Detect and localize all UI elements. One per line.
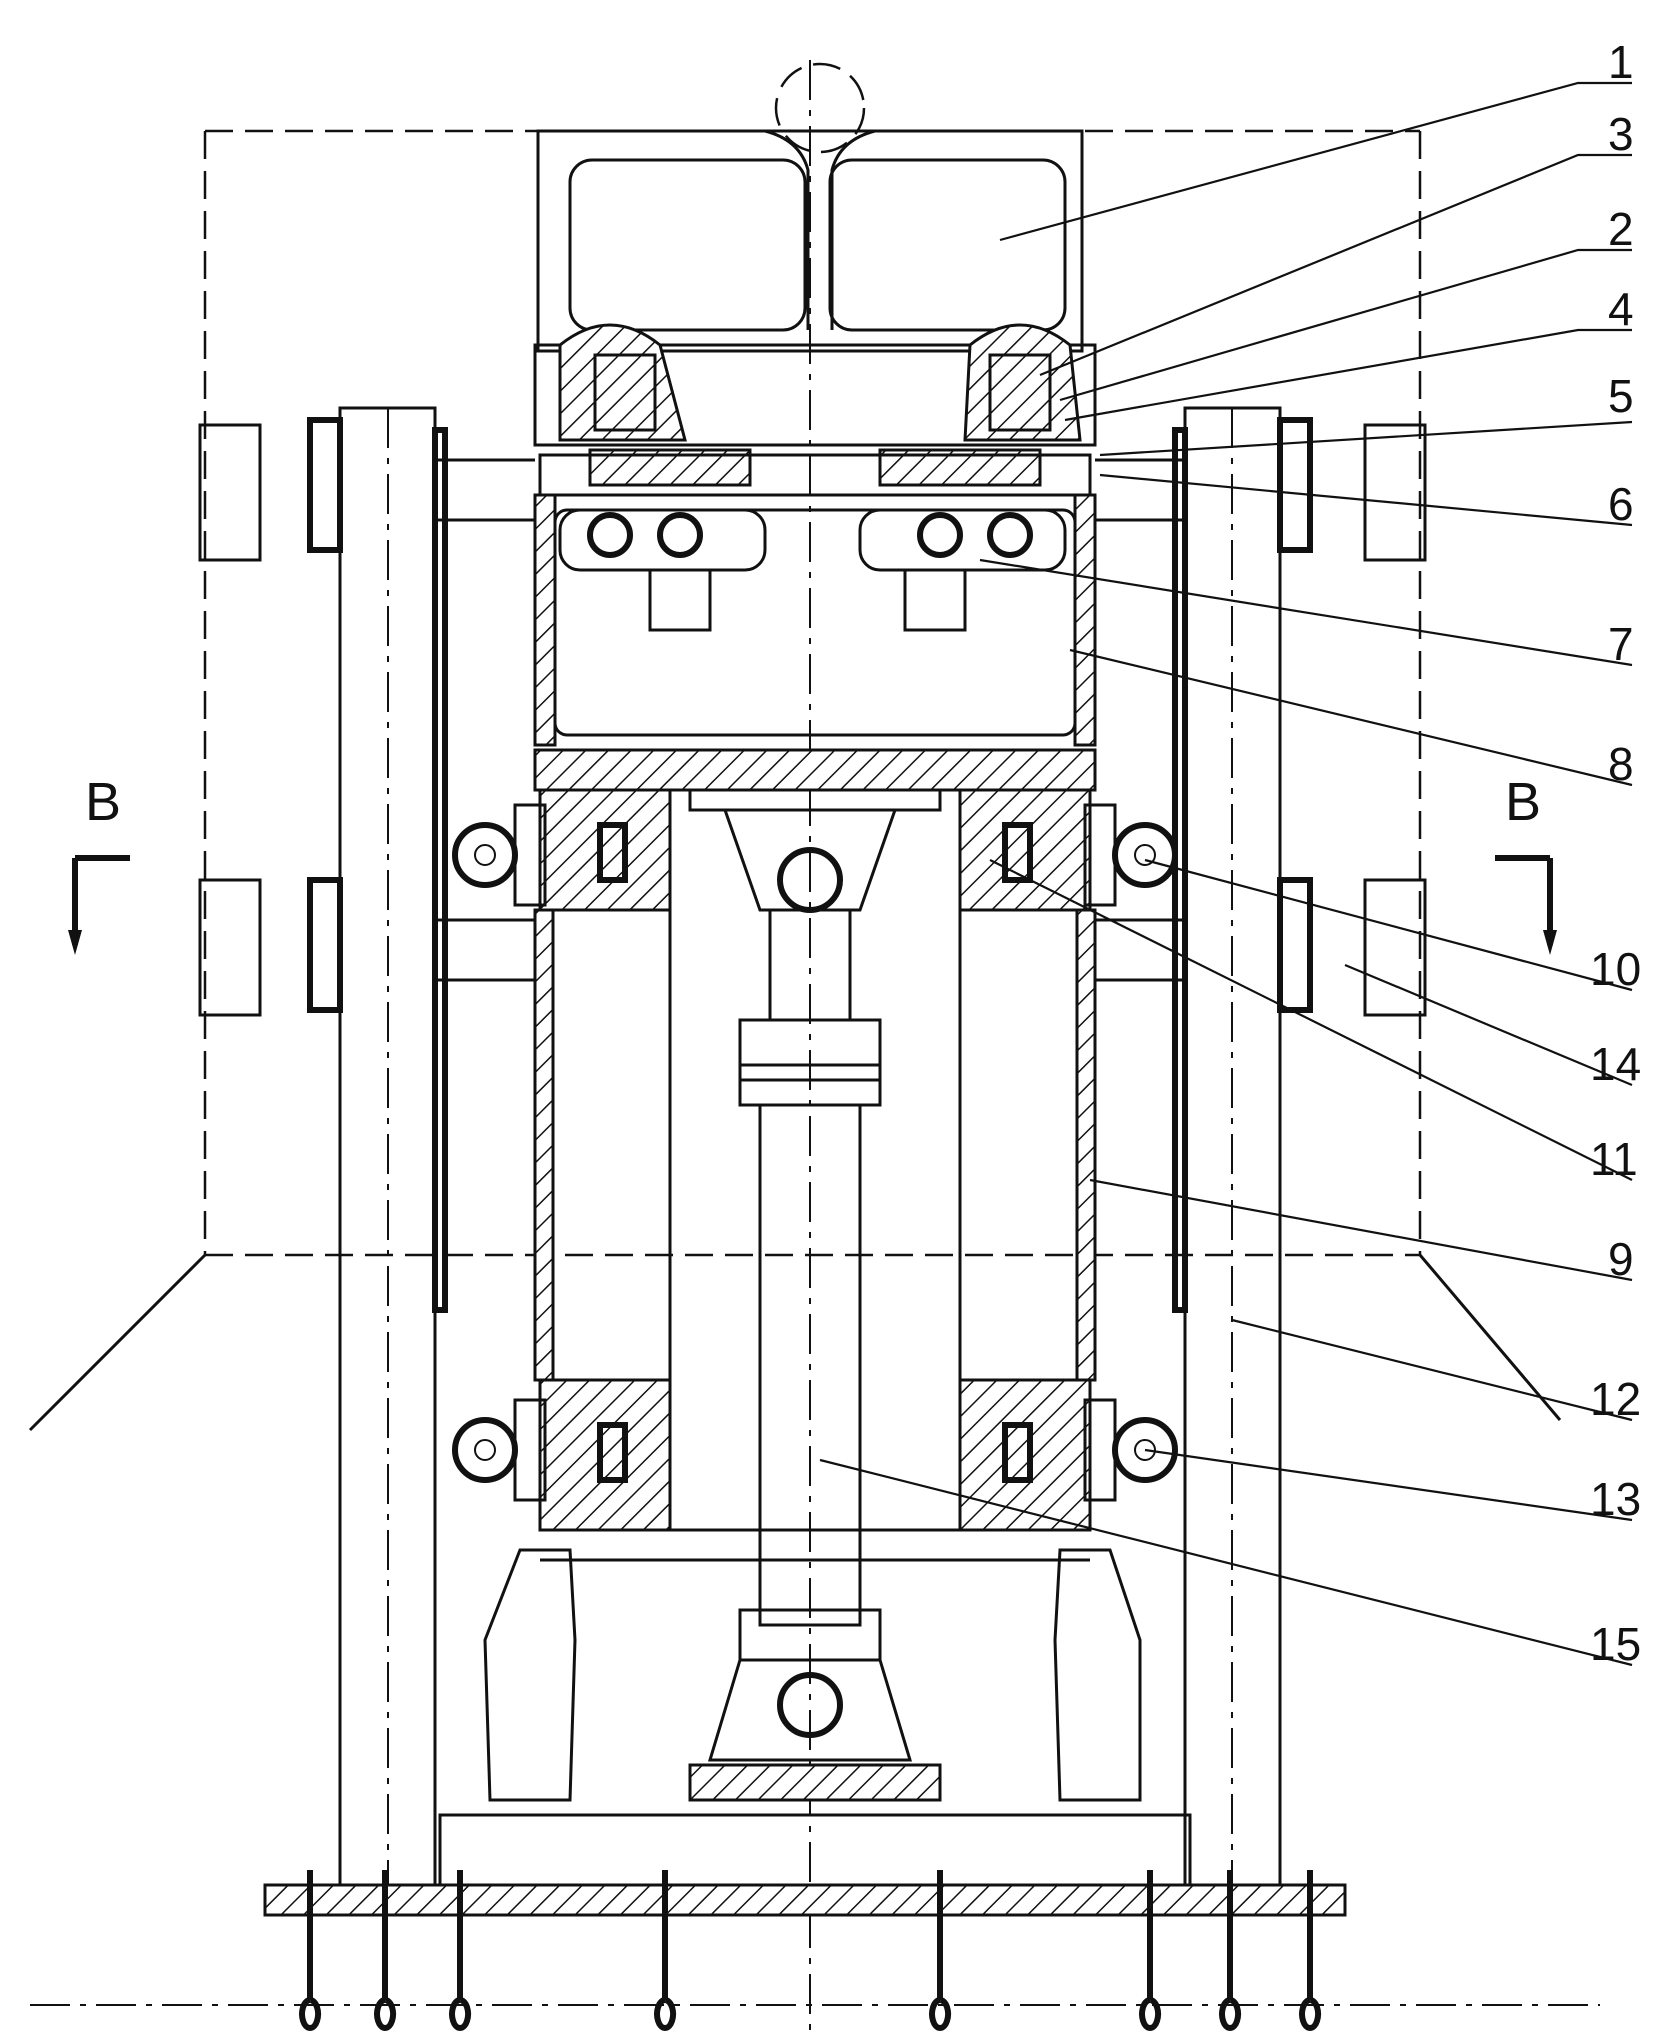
support-struts xyxy=(440,1550,1190,1895)
section-mark-right: B xyxy=(1495,772,1557,955)
label-10: 10 xyxy=(1590,943,1641,995)
label-2: 2 xyxy=(1608,203,1634,255)
label-7: 7 xyxy=(1608,618,1634,670)
svg-text:B: B xyxy=(85,772,121,832)
guide-beams xyxy=(535,750,1095,1530)
section-mark-left: B xyxy=(68,772,130,955)
label-14: 14 xyxy=(1590,1038,1641,1090)
label-12: 12 xyxy=(1590,1373,1641,1425)
svg-text:B: B xyxy=(1505,772,1541,832)
label-9: 9 xyxy=(1608,1233,1634,1285)
label-5: 5 xyxy=(1608,370,1634,422)
bogie-frame xyxy=(535,495,1095,745)
label-13: 13 xyxy=(1590,1473,1641,1525)
leader-lines xyxy=(820,83,1632,1665)
label-8: 8 xyxy=(1608,738,1634,790)
label-11: 11 xyxy=(1590,1133,1638,1185)
label-15: 15 xyxy=(1590,1618,1641,1670)
label-1: 1 xyxy=(1608,36,1634,88)
label-4: 4 xyxy=(1608,283,1634,335)
part-labels: 1 3 2 4 5 6 7 8 10 14 11 9 12 13 15 xyxy=(1590,36,1641,1670)
label-6: 6 xyxy=(1608,478,1634,530)
label-3: 3 xyxy=(1608,108,1634,160)
